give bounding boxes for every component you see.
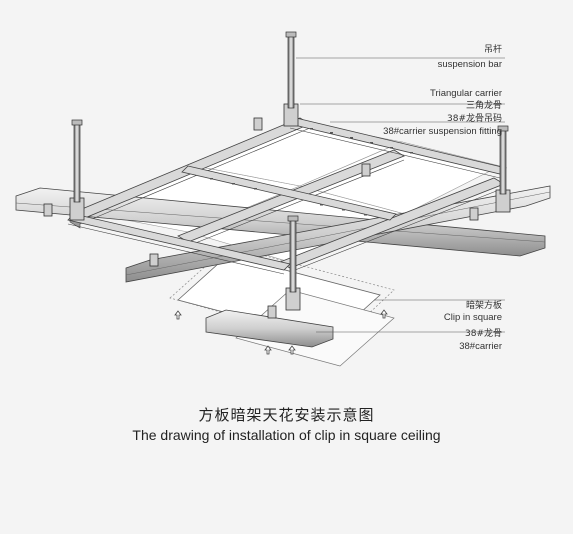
carrier-38-label-zh: 38#龙骨 xyxy=(465,327,502,339)
caption-title-en: The drawing of installation of clip in s… xyxy=(132,427,441,443)
arrow-up-icons xyxy=(174,309,388,355)
suspension-rod xyxy=(289,217,297,293)
fitting-label-zh: 38#龙骨吊码 xyxy=(447,112,502,124)
suspension-rod xyxy=(287,33,295,109)
triangular-carrier-rails xyxy=(67,117,507,275)
fitting-label-en: 38#carrier suspension fitting xyxy=(383,126,502,137)
carrier-holes xyxy=(210,128,413,216)
suspension-bar-label-zh: 吊杆 xyxy=(484,43,502,55)
leader-lines xyxy=(296,57,505,333)
arrow-up-icon xyxy=(380,309,388,319)
carrier-38-label-en: 38#carrier xyxy=(459,341,502,352)
suspension-rod xyxy=(499,127,507,195)
arrow-up-icon xyxy=(288,345,296,355)
suspension-bar-label-en: suspension bar xyxy=(438,59,502,70)
suspension-fittings xyxy=(43,103,511,319)
arrow-up-icon xyxy=(174,310,182,320)
suspension-rod xyxy=(73,121,81,203)
triangular-carrier-label-en: Triangular carrier xyxy=(430,88,502,99)
clip-in-square-label-zh: 暗架方板 xyxy=(466,299,502,311)
triangular-carrier-label-zh: 三角龙骨 xyxy=(466,99,502,111)
clip-in-square-label-en: Clip in square xyxy=(444,312,502,323)
arrow-up-icon xyxy=(264,345,272,355)
caption-title-zh: 方板暗架天花安装示意图 xyxy=(198,406,375,424)
suspension-bars xyxy=(71,31,509,293)
